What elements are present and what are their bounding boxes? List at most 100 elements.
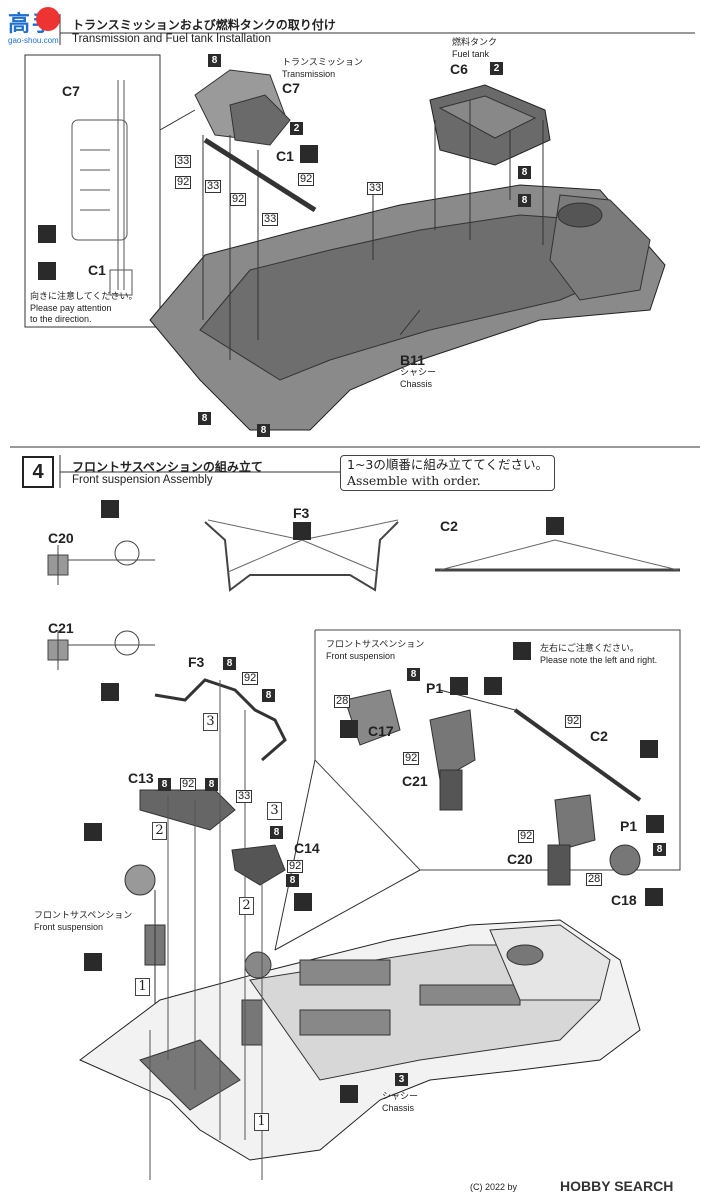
badge-8: 8: [286, 874, 299, 887]
badge-8: 8: [223, 657, 236, 670]
chassis-jp-4: シャシー: [382, 1092, 419, 1102]
no-cement-icon: [484, 677, 502, 695]
part-c21: C21: [48, 620, 74, 636]
badge-92: 92: [565, 715, 582, 728]
badge-92: 92: [518, 830, 535, 843]
badge-28: 28: [586, 873, 603, 886]
fs-jp: フロントサスペンション: [326, 640, 425, 650]
no-cement-icon: [640, 740, 658, 758]
fueltank-jp: 燃料タンク: [452, 38, 498, 48]
part-b11: B11: [400, 352, 425, 368]
order-3: 3: [203, 713, 218, 731]
caution-icon: [38, 262, 56, 280]
badge-8: 8: [270, 826, 283, 839]
badge-8: 8: [653, 843, 666, 856]
step3-title-en: Transmission and Fuel tank Installation: [72, 33, 272, 45]
footer-brand: HOBBY SEARCH: [560, 1178, 674, 1194]
chassis-en-4: Chassis: [382, 1103, 415, 1113]
badge-92: 92: [403, 752, 420, 765]
step4-title-jp: フロントサスペンションの組み立て: [72, 460, 263, 474]
no-cement-icon: [340, 1085, 358, 1103]
no-cement-icon: [450, 677, 468, 695]
badge-8: 8: [257, 424, 270, 437]
cement-icon: [101, 683, 119, 701]
part-p1-2: P1: [620, 818, 638, 834]
transmission-jp: トランスミッション: [282, 58, 363, 68]
part-c21-inset: C21: [402, 773, 428, 789]
part-c20: C20: [48, 530, 74, 546]
part-c1: C1: [276, 148, 294, 164]
badge-92: 92: [230, 193, 247, 206]
lr-jp: 左右にご注意ください。: [540, 644, 639, 654]
attention-jp: 向きに注意してください。: [30, 292, 138, 302]
part-c6: C6: [450, 61, 468, 77]
badge-92: 92: [175, 176, 192, 189]
site-logo: 高手 gao-shou.com: [8, 6, 60, 45]
step-number: 4: [22, 456, 54, 488]
badge-2: 2: [290, 122, 303, 135]
badge-2: 2: [490, 62, 503, 75]
order-3: 3: [267, 802, 282, 820]
part-c2-inset: C2: [590, 728, 608, 744]
badge-8: 8: [518, 194, 531, 207]
fs-en-left: Front suspension: [34, 922, 104, 932]
fs-jp-left: フロントサスペンション: [34, 911, 133, 921]
badge-92: 92: [242, 672, 259, 685]
lr-en: Please note the left and right.: [540, 655, 658, 665]
part-c2: C2: [440, 518, 458, 534]
part-c1-inset: C1: [88, 262, 106, 278]
order-jp: 1~3の順番に組み立ててください。: [347, 457, 549, 472]
cement-icon: [293, 522, 311, 540]
chassis-jp: シャシー: [400, 368, 437, 378]
caution-icon: [300, 145, 318, 163]
part-c7: C7: [282, 80, 300, 96]
footer-copyright: (C) 2022 by: [470, 1182, 518, 1192]
part-c20-inset: C20: [507, 851, 533, 867]
order-2: 2: [152, 822, 167, 840]
badge-92: 92: [287, 860, 304, 873]
part-c18: C18: [611, 892, 637, 908]
badge-8: 8: [205, 778, 218, 791]
badge-33: 33: [262, 213, 279, 226]
part-p1: P1: [426, 680, 444, 696]
part-f3-installed: F3: [188, 654, 205, 670]
step3-title-jp: トランスミッションおよび燃料タンクの取り付け: [72, 18, 336, 32]
cement-icon: [546, 517, 564, 535]
badge-3: 3: [395, 1073, 408, 1086]
no-cement-icon: [84, 953, 102, 971]
cement-icon: [101, 500, 119, 518]
caution-icon: [513, 642, 531, 660]
badge-28: 28: [334, 695, 351, 708]
order-en: Assemble with order.: [347, 473, 481, 488]
badge-8: 8: [262, 689, 275, 702]
fueltank-en: Fuel tank: [452, 49, 490, 59]
no-cement-icon: [646, 815, 664, 833]
badge-92: 92: [298, 173, 315, 186]
attention-en1: Please pay attention: [30, 303, 112, 313]
part-c14: C14: [294, 840, 320, 856]
no-cement-icon: [294, 893, 312, 911]
order-1: 1: [254, 1113, 269, 1131]
logo-url: gao-shou.com: [8, 36, 59, 45]
cement-icon: [38, 225, 56, 243]
part-c17: C17: [368, 723, 394, 739]
attention-en2: to the direction.: [30, 314, 92, 324]
logo-icon: [36, 7, 60, 31]
fs-en: Front suspension: [326, 651, 396, 661]
order-note: 1~3の順番に組み立ててください。 Assemble with order.: [340, 455, 556, 491]
badge-92: 92: [180, 778, 197, 791]
badge-33: 33: [175, 155, 192, 168]
badge-33: 33: [205, 180, 222, 193]
badge-8: 8: [158, 778, 171, 791]
caution-icon: [340, 720, 358, 738]
step4-title-en: Front suspension Assembly: [72, 474, 213, 486]
order-2: 2: [239, 897, 254, 915]
order-1: 1: [135, 978, 150, 996]
transmission-en: Transmission: [282, 69, 336, 79]
caution-icon: [645, 888, 663, 906]
badge-8: 8: [407, 668, 420, 681]
part-f3: F3: [293, 505, 310, 521]
badge-8: 8: [518, 166, 531, 179]
badge-33: 33: [367, 182, 384, 195]
